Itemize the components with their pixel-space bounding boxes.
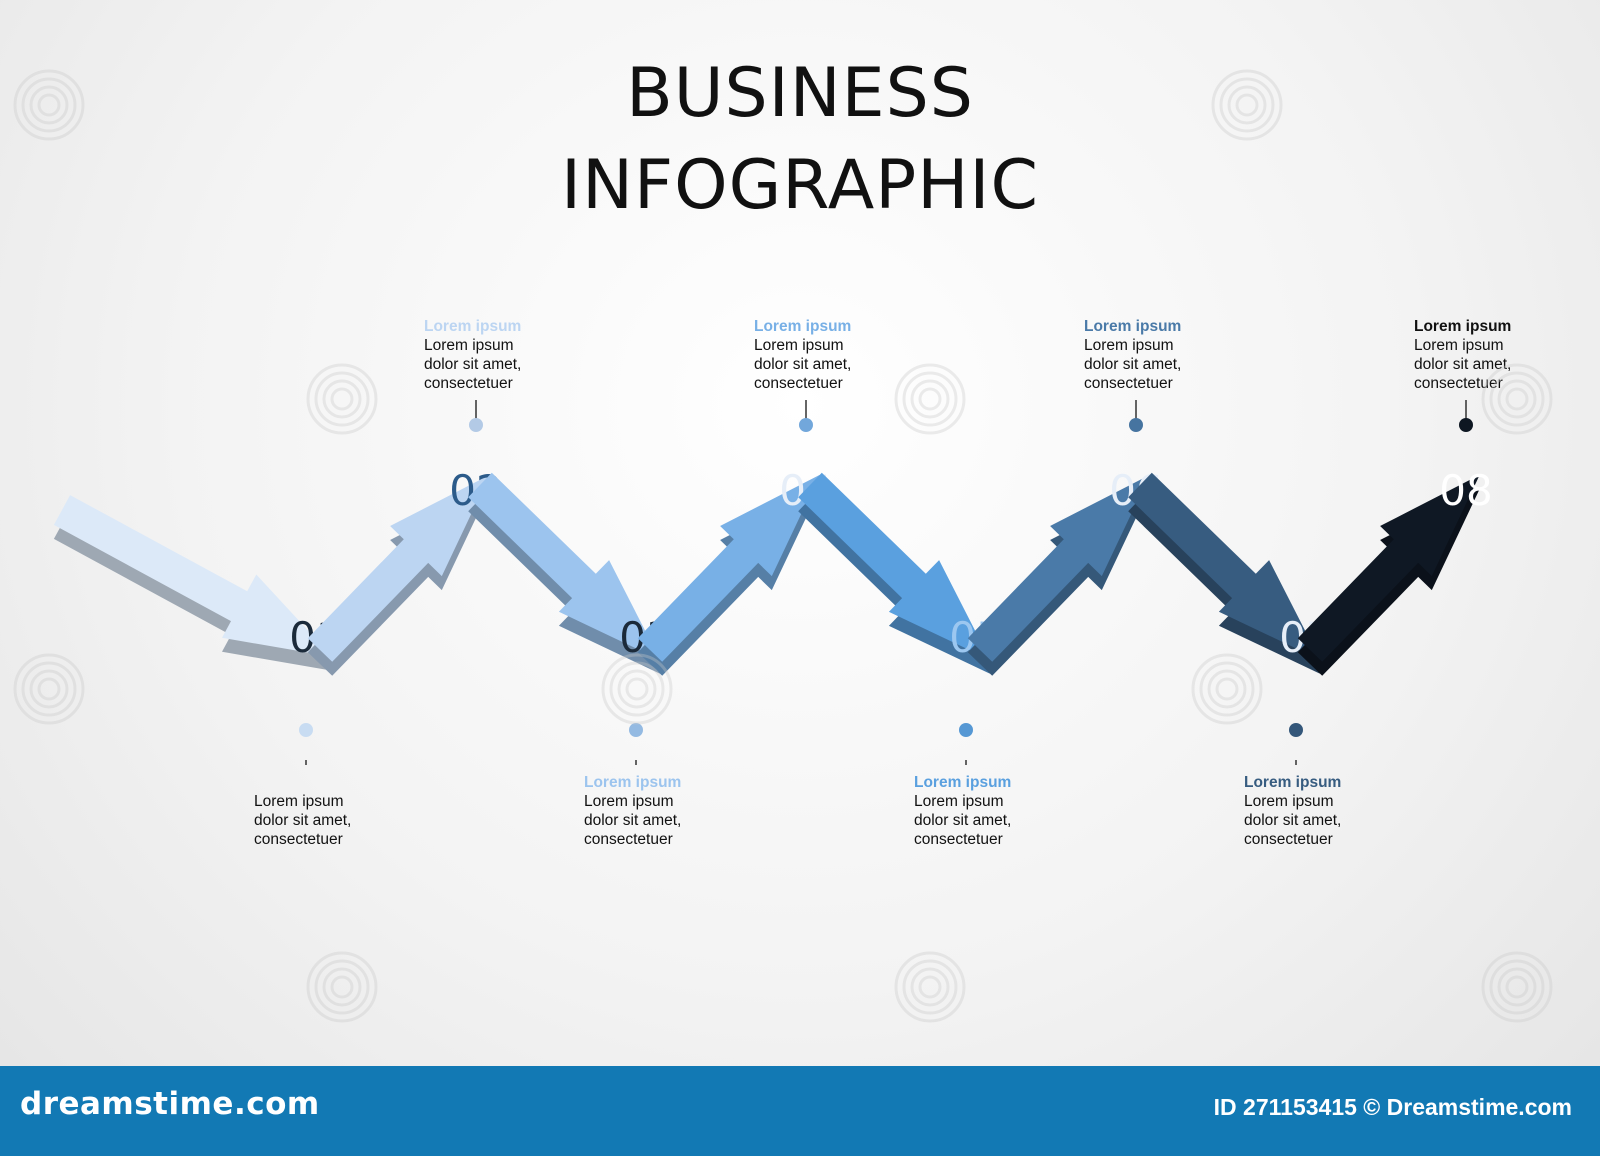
image-id: ID 271153415 © Dreamstime.com: [1213, 1094, 1572, 1120]
arrow-step-04: [637, 474, 820, 676]
step-heading-07: Lorem ipsum: [1244, 774, 1342, 791]
step-heading-05: Lorem ipsum: [914, 774, 1012, 791]
step-text-line: Lorem ipsum: [1084, 337, 1174, 354]
connector-dot-07: [1289, 723, 1303, 737]
step-text-line: consectetuer: [424, 375, 513, 392]
arrow-top-04: [637, 474, 820, 662]
watermark-spiral-icon: [1191, 653, 1263, 725]
connector-02: [469, 400, 483, 432]
step-text-line: Lorem ipsum: [584, 793, 674, 810]
footer-bar: dreamstime.com ID 271153415 © Dreamstime…: [0, 1066, 1600, 1156]
step-text-line: consectetuer: [584, 831, 673, 848]
watermark-spiral-icon: [601, 653, 673, 725]
brand-logo[interactable]: dreamstime.com: [20, 1086, 320, 1122]
infographic-canvas: BUSINESS INFOGRAPHIC 0102030405060708 Lo…: [13, 54, 1553, 1023]
watermark-spiral-icon: [13, 69, 85, 141]
step-heading-02: Lorem ipsum: [424, 318, 522, 335]
connector-dot-05: [959, 723, 973, 737]
step-text-line: consectetuer: [1244, 831, 1333, 848]
watermark-spiral-icon: [1481, 363, 1553, 435]
connector-05: [959, 723, 973, 765]
step-text-line: dolor sit amet,: [424, 356, 522, 373]
arrow-step-05: [798, 472, 990, 674]
step-text-line: Lorem ipsum: [1244, 793, 1334, 810]
arrow-top-03: [468, 472, 660, 660]
watermark-spiral-icon: [894, 951, 966, 1023]
connector-dot-08: [1459, 418, 1473, 432]
arrow-step-06: [967, 474, 1150, 676]
arrow-top-07: [1128, 472, 1320, 660]
step-text-line: dolor sit amet,: [1084, 356, 1182, 373]
arrow-top-02: [307, 474, 490, 662]
step-text-line: consectetuer: [1084, 375, 1173, 392]
step-text-line: dolor sit amet,: [254, 812, 352, 829]
arrow-top-06: [967, 474, 1150, 662]
connector-dot-01: [299, 723, 313, 737]
step-heading-06: Lorem ipsum: [1084, 318, 1182, 335]
watermark-spiral-icon: [894, 363, 966, 435]
connector-04: [799, 400, 813, 432]
arrow-step-01: [53, 495, 333, 671]
step-text-line: Lorem ipsum: [424, 337, 514, 354]
watermark-spiral-icon: [1211, 69, 1283, 141]
step-text-line: dolor sit amet,: [1414, 356, 1512, 373]
step-number-08: 08: [1439, 466, 1492, 515]
connector-01: [299, 723, 313, 765]
step-heading-04: Lorem ipsum: [754, 318, 852, 335]
step-text-line: Lorem ipsum: [754, 337, 844, 354]
arrow-step-03: [468, 472, 660, 674]
step-text-line: Lorem ipsum: [914, 793, 1004, 810]
title-line-2: INFOGRAPHIC: [561, 146, 1039, 225]
connector-dot-02: [469, 418, 483, 432]
arrow-top-05: [798, 472, 990, 660]
step-text-line: dolor sit amet,: [914, 812, 1012, 829]
step-text-line: Lorem ipsum: [254, 793, 344, 810]
step-heading-08: Lorem ipsum: [1414, 318, 1512, 335]
step-text-line: consectetuer: [914, 831, 1003, 848]
connector-dot-06: [1129, 418, 1143, 432]
arrow-top-08: [1297, 474, 1480, 662]
step-heading-01: [254, 773, 384, 792]
step-text-line: consectetuer: [754, 375, 843, 392]
step-text-line: dolor sit amet,: [1244, 812, 1342, 829]
watermark-spiral-icon: [1481, 951, 1553, 1023]
connector-06: [1129, 400, 1143, 432]
connector-07: [1289, 723, 1303, 765]
connector-03: [629, 723, 643, 765]
arrow-top-01: [53, 495, 333, 657]
step-text-line: dolor sit amet,: [584, 812, 682, 829]
arrow-step-02: [307, 474, 490, 676]
step-heading-03: Lorem ipsum: [584, 774, 682, 791]
watermark-spiral-icon: [13, 653, 85, 725]
step-label-01: Lorem ipsum dolor sit amet, consectetuer: [254, 773, 384, 849]
connector-08: [1459, 400, 1473, 432]
step-text-line: Lorem ipsum: [1414, 337, 1504, 354]
step-text-line: consectetuer: [1414, 375, 1503, 392]
step-text-line: consectetuer: [254, 831, 343, 848]
title-line-1: BUSINESS: [626, 54, 974, 133]
arrow-step-08: [1297, 474, 1480, 676]
watermark-spiral-icon: [306, 951, 378, 1023]
connector-dot-03: [629, 723, 643, 737]
watermark-spiral-icon: [306, 363, 378, 435]
arrow-step-07: [1128, 472, 1320, 674]
zigzag-arrow-diagram: 0102030405060708: [53, 400, 1492, 765]
connector-dot-04: [799, 418, 813, 432]
step-text-line: dolor sit amet,: [754, 356, 852, 373]
